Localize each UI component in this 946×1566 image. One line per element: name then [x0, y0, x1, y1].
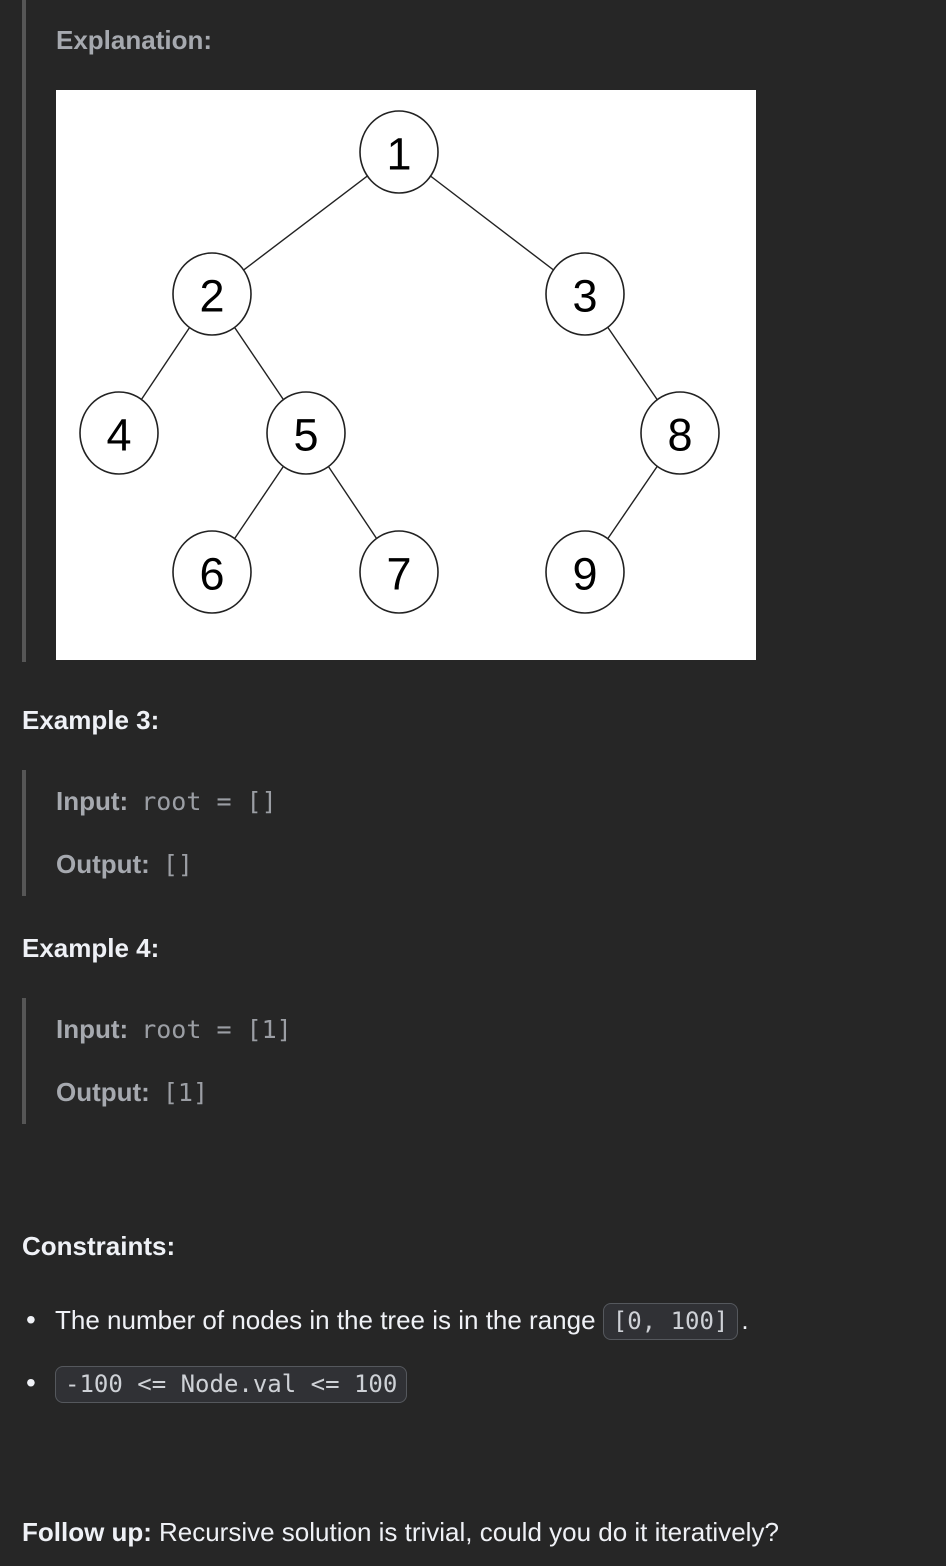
svg-text:1: 1 [386, 129, 411, 180]
follow-up-text: Recursive solution is trivial, could you… [158, 1517, 779, 1547]
input-label: Input: [56, 786, 129, 816]
svg-text:6: 6 [199, 549, 224, 600]
tree-node-6: 6 [172, 530, 252, 614]
example-3-input-line: Input: root = [] [56, 784, 886, 819]
constraint-item-node-val: -100 <= Node.val <= 100 [22, 1363, 886, 1404]
output-label: Output: [56, 849, 150, 879]
tree-node-1: 1 [359, 110, 439, 194]
svg-text:7: 7 [386, 549, 411, 600]
explanation-example-block: Explanation: 1 2 3 4 5 6 7 8 9 [22, 0, 886, 662]
tree-node-3: 3 [545, 252, 625, 336]
constraint-text: The number of nodes in the tree is in th… [55, 1305, 603, 1335]
svg-text:8: 8 [667, 410, 692, 461]
follow-up-line: Follow up:Recursive solution is trivial,… [22, 1514, 886, 1550]
tree-node-8: 8 [640, 391, 720, 475]
example-3-block: Input: root = [] Output: [] [22, 770, 886, 896]
example-4-input-line: Input: root = [1] [56, 1012, 886, 1047]
example-4-heading: Example 4: [22, 933, 160, 963]
input-label: Input: [56, 1014, 129, 1044]
follow-up-label: Follow up: [22, 1517, 152, 1547]
output-value: [1] [162, 1078, 208, 1107]
input-value: root = [] [141, 787, 277, 816]
output-value: [] [162, 850, 193, 879]
tree-node-5: 5 [266, 391, 346, 475]
constraints-heading: Constraints: [22, 1231, 176, 1261]
constraint-code-range: [0, 100] [602, 1303, 739, 1340]
tree-node-9: 9 [545, 530, 625, 614]
binary-tree-figure: 1 2 3 4 5 6 7 8 9 [56, 90, 756, 660]
example-3-output-line: Output: [] [56, 847, 886, 882]
input-value: root = [1] [141, 1015, 292, 1044]
explanation-label: Explanation: [56, 25, 213, 55]
svg-text:5: 5 [293, 410, 318, 461]
constraint-code-node-val: -100 <= Node.val <= 100 [55, 1366, 408, 1403]
constraints-list: The number of nodes in the tree is in th… [22, 1300, 886, 1404]
svg-text:4: 4 [106, 410, 131, 461]
example-3-heading: Example 3: [22, 705, 160, 735]
tree-node-2: 2 [172, 252, 252, 336]
constraint-text-after: . [741, 1305, 749, 1335]
example-4-output-line: Output: [1] [56, 1075, 886, 1110]
constraint-item-node-count: The number of nodes in the tree is in th… [22, 1300, 886, 1341]
tree-node-7: 7 [359, 530, 439, 614]
output-label: Output: [56, 1077, 150, 1107]
binary-tree-diagram: 1 2 3 4 5 6 7 8 9 [79, 110, 720, 614]
svg-text:9: 9 [572, 549, 597, 600]
svg-text:2: 2 [199, 271, 224, 322]
svg-text:3: 3 [572, 271, 597, 322]
tree-node-4: 4 [79, 391, 159, 475]
explanation-label-line: Explanation: [56, 22, 886, 58]
example-4-block: Input: root = [1] Output: [1] [22, 998, 886, 1124]
